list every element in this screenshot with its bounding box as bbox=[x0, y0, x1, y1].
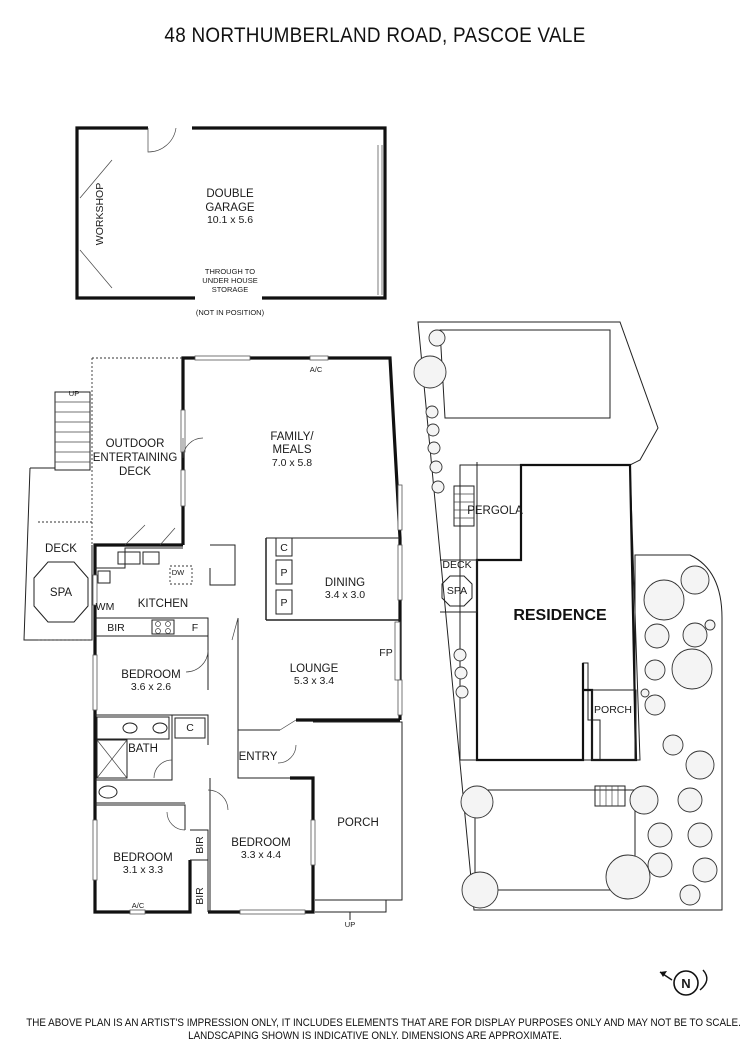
fridge-label: F bbox=[192, 622, 198, 634]
bedroom-right-dims: 3.3 x 4.4 bbox=[241, 849, 281, 861]
bedroom-right-label: BEDROOM bbox=[231, 837, 290, 849]
family-dims: 7.0 x 5.8 bbox=[272, 457, 312, 469]
ac-bottom-label: A/C bbox=[132, 901, 145, 910]
pantry-p2-label: P bbox=[280, 597, 287, 609]
north-arrow: N bbox=[659, 969, 708, 996]
bath-label: BATH bbox=[128, 743, 158, 755]
bir-kitchen-label: BIR bbox=[107, 622, 125, 634]
porch-main-label: PORCH bbox=[337, 817, 379, 829]
ac-top-label: A/C bbox=[310, 365, 323, 374]
site-porch-label: PORCH bbox=[594, 704, 632, 716]
up-porch-label: UP bbox=[345, 920, 355, 929]
pergola-label: PERGOLA bbox=[467, 505, 523, 517]
site-plan bbox=[413, 321, 723, 911]
kitchen-label: KITCHEN bbox=[138, 598, 188, 610]
garage-note-3: STORAGE bbox=[212, 285, 249, 294]
garage-note-1: THROUGH TO bbox=[205, 267, 255, 276]
workshop-label: WORKSHOP bbox=[94, 183, 106, 245]
cupboard-c2-label: C bbox=[186, 722, 194, 734]
floor-plan: WORKSHOP DOUBLE GARAGE 10.1 x 5.6 THROUG… bbox=[23, 126, 723, 996]
family-label-1: FAMILY/ bbox=[270, 431, 314, 443]
family-label-2: MEALS bbox=[273, 444, 312, 456]
spa-label: SPA bbox=[50, 587, 72, 599]
deck-label: DECK bbox=[45, 543, 77, 555]
bir-lower-label: BIR bbox=[194, 887, 206, 905]
lounge-label: LOUNGE bbox=[290, 663, 339, 675]
dining-label: DINING bbox=[325, 577, 365, 589]
entry-label: ENTRY bbox=[239, 751, 278, 763]
fp-label: FP bbox=[379, 647, 392, 659]
garage bbox=[75, 126, 387, 300]
outdoor-label-2: ENTERTAINING bbox=[93, 452, 178, 464]
up-deck-label: UP bbox=[69, 389, 79, 398]
dw-label: DW bbox=[172, 568, 185, 577]
cupboard-c1-label: C bbox=[280, 542, 288, 554]
bir-upper-label: BIR bbox=[194, 836, 206, 854]
outdoor-label-3: DECK bbox=[119, 466, 151, 478]
bedroom-left-label: BEDROOM bbox=[113, 852, 172, 864]
lounge-dims: 5.3 x 3.4 bbox=[294, 675, 334, 687]
garage-dims: 10.1 x 5.6 bbox=[207, 214, 253, 226]
dining-dims: 3.4 x 3.0 bbox=[325, 589, 365, 601]
garage-note-2: UNDER HOUSE bbox=[202, 276, 257, 285]
north-label: N bbox=[681, 976, 690, 991]
disclaimer: THE ABOVE PLAN IS AN ARTIST'S IMPRESSION… bbox=[26, 1017, 741, 1043]
site-spa-label: SPA bbox=[447, 585, 467, 597]
wm-label: WM bbox=[96, 601, 115, 613]
bedroom-mid-dims: 3.6 x 2.6 bbox=[131, 681, 171, 693]
garage-label-1: DOUBLE bbox=[206, 188, 254, 200]
disclaimer-line-1: THE ABOVE PLAN IS AN ARTIST'S IMPRESSION… bbox=[26, 1017, 741, 1029]
house-walls bbox=[23, 355, 403, 920]
site-deck-label: DECK bbox=[442, 559, 471, 571]
pantry-p1-label: P bbox=[280, 567, 287, 579]
plan-title: 48 NORTHUMBERLAND ROAD, PASCOE VALE bbox=[164, 24, 586, 47]
residence-label: RESIDENCE bbox=[513, 607, 607, 624]
bedroom-mid-label: BEDROOM bbox=[121, 669, 180, 681]
bedroom-left-dims: 3.1 x 3.3 bbox=[123, 864, 163, 876]
garage-label-2: GARAGE bbox=[205, 202, 255, 214]
outdoor-label-1: OUTDOOR bbox=[106, 438, 165, 450]
not-in-position-label: (NOT IN POSITION) bbox=[196, 308, 265, 317]
disclaimer-line-2: LANDSCAPING SHOWN IS INDICATIVE ONLY. DI… bbox=[188, 1030, 562, 1042]
